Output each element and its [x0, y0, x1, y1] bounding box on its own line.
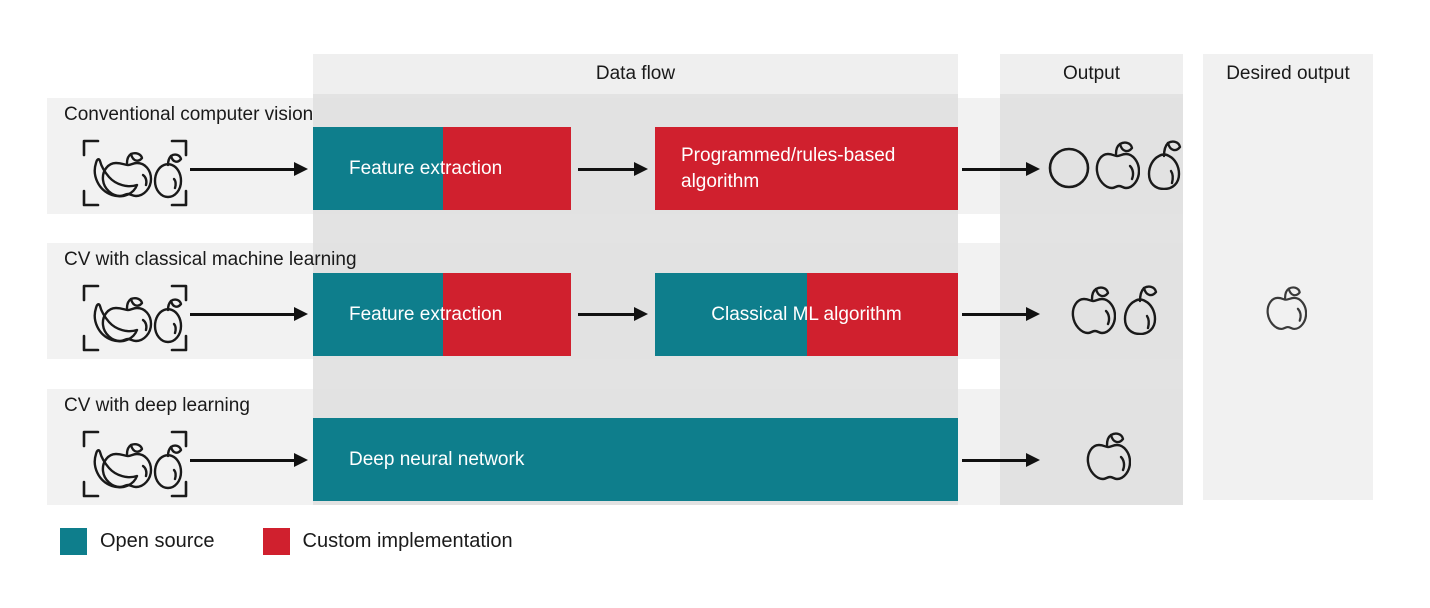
legend-swatch-open-source [60, 528, 87, 555]
unknown-circle-icon [1046, 138, 1092, 195]
block-feature-extraction-row2[interactable]: Feature extraction [313, 273, 571, 356]
block-half-open-source [313, 418, 958, 501]
block-half-custom [806, 273, 958, 356]
pear-icon [1118, 283, 1164, 340]
desired-output-icon-group [1265, 283, 1308, 336]
block-label: Deep neural network [349, 448, 525, 470]
arrow-deep-neural-network-to-output [962, 453, 1040, 467]
fruit-scan-icon [68, 424, 188, 504]
arrow-input-to-deep-neural-network [190, 453, 308, 467]
block-label: Feature extraction [349, 157, 503, 179]
legend: Open source Custom implementation [60, 528, 513, 555]
block-label: Feature extraction [349, 303, 503, 325]
legend-item-open-source: Open source [60, 528, 215, 555]
fruit-scan-icon [68, 133, 188, 213]
apple-icon [1265, 283, 1308, 336]
block-deep-neural-network[interactable]: Deep neural network [313, 418, 958, 501]
block-half-open-source [655, 273, 807, 356]
apple-icon [1094, 138, 1141, 195]
block-half-open-source [313, 273, 444, 356]
apple-icon [1085, 429, 1132, 486]
legend-label-custom-implementation: Custom implementation [302, 530, 513, 552]
block-label: Classical ML algorithm [711, 303, 902, 325]
column-header-data-flow: Data flow [595, 63, 676, 84]
output-icons-row2 [1070, 283, 1164, 340]
apple-icon [1070, 283, 1117, 340]
column-header-output: Output [1062, 63, 1121, 84]
data-flow-header-band [313, 54, 958, 94]
block-half-open-source [313, 127, 444, 210]
block-half-custom [443, 273, 571, 356]
arrow-feature-extraction-to-algorithm-1 [578, 162, 648, 176]
row-title-cv-with-deep-learning: CV with deep learning [64, 395, 250, 416]
desired-output-band [1203, 54, 1373, 500]
arrow-algorithm-to-output-1 [962, 162, 1040, 176]
arrow-feature-extraction-to-classical-ml [578, 307, 648, 321]
block-feature-extraction-row1[interactable]: Feature extraction [313, 127, 571, 210]
fruit-scan-icon [68, 278, 188, 358]
output-icons-row1 [1046, 138, 1188, 195]
arrow-input-to-feature-extraction-1 [190, 162, 308, 176]
arrow-input-to-feature-extraction-2 [190, 307, 308, 321]
row-title-cv-with-classical-machine-learning: CV with classical machine learning [64, 249, 357, 270]
block-label: Programmed/rules-based algorithm [681, 145, 896, 192]
block-programmed-rules-based-algorithm[interactable]: Programmed/rules-based algorithm [655, 127, 958, 210]
legend-swatch-custom-implementation [262, 528, 290, 555]
output-header-band [1000, 54, 1183, 94]
row-overlay-output-1 [1000, 98, 1183, 214]
legend-label-open-source: Open source [100, 530, 215, 552]
block-half-custom [655, 127, 958, 210]
pear-icon [1142, 138, 1188, 195]
block-classical-ml-algorithm[interactable]: Classical ML algorithm [655, 273, 958, 356]
row-title-conventional-computer-vision: Conventional computer vision [64, 104, 314, 125]
column-header-desired-output: Desired output [1226, 63, 1350, 84]
output-icons-row3 [1085, 429, 1132, 486]
arrow-classical-ml-to-output [962, 307, 1040, 321]
legend-item-custom-implementation: Custom implementation [262, 528, 513, 555]
block-half-custom [443, 127, 571, 210]
